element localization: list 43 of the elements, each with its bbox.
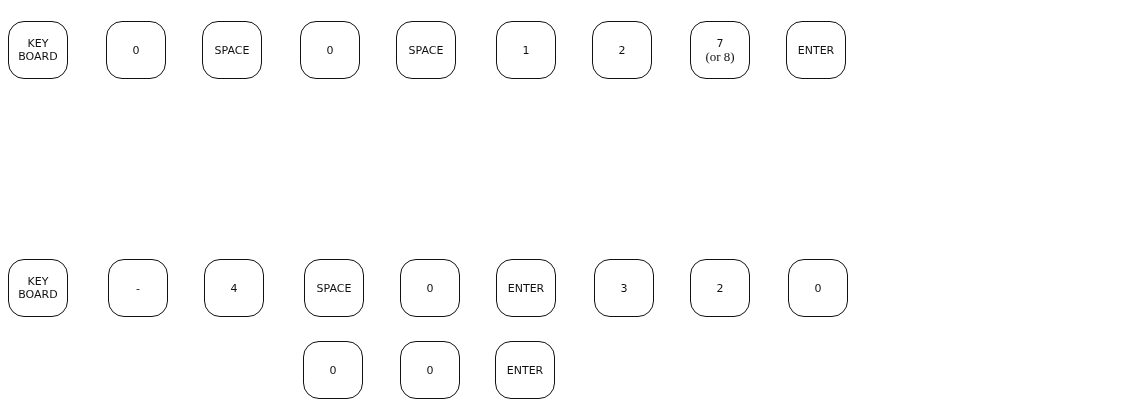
- key-cap: [300, 21, 360, 79]
- key-label: SPACE: [407, 43, 445, 57]
- key-label: 2: [715, 281, 725, 295]
- key-cap: [400, 341, 460, 399]
- key-label: 0: [813, 281, 823, 295]
- key-label: KEY BOARD: [18, 37, 58, 63]
- key-label: 4: [229, 281, 239, 295]
- key-cap: [8, 259, 68, 317]
- key-cap: [108, 259, 168, 317]
- key-cap: [786, 21, 846, 79]
- key-label: 3: [619, 281, 629, 295]
- key-cap: [495, 341, 555, 399]
- key-cap: [496, 21, 556, 79]
- key-label: 0: [425, 281, 435, 295]
- key-cap: [106, 21, 166, 79]
- key-label: ENTER: [505, 363, 545, 377]
- key-cap: [204, 259, 264, 317]
- key-label: 1: [521, 43, 531, 57]
- key-cap: [303, 341, 363, 399]
- key-cap: [304, 259, 364, 317]
- key-cap: [690, 21, 750, 79]
- key-label: 0: [328, 363, 338, 377]
- key-label: 7: [715, 36, 725, 50]
- key-label: KEY BOARD: [18, 275, 58, 301]
- key-cap: [202, 21, 262, 79]
- key-label: ENTER: [506, 281, 546, 295]
- key-label: 0: [425, 363, 435, 377]
- key-cap: [788, 259, 848, 317]
- key-cap: [8, 21, 68, 79]
- key-label: -: [135, 281, 141, 295]
- key-label: 0: [131, 43, 141, 57]
- key-cap: [496, 259, 556, 317]
- key-cap: [594, 259, 654, 317]
- key-label: SPACE: [213, 43, 251, 57]
- key-cap: [396, 21, 456, 79]
- key-note: (or 8): [705, 49, 735, 64]
- key-label: ENTER: [796, 43, 836, 57]
- key-label: SPACE: [315, 281, 353, 295]
- key-cap: [592, 21, 652, 79]
- key-label: 0: [325, 43, 335, 57]
- key-cap: [690, 259, 750, 317]
- key-cap: [400, 259, 460, 317]
- key-label: 2: [617, 43, 627, 57]
